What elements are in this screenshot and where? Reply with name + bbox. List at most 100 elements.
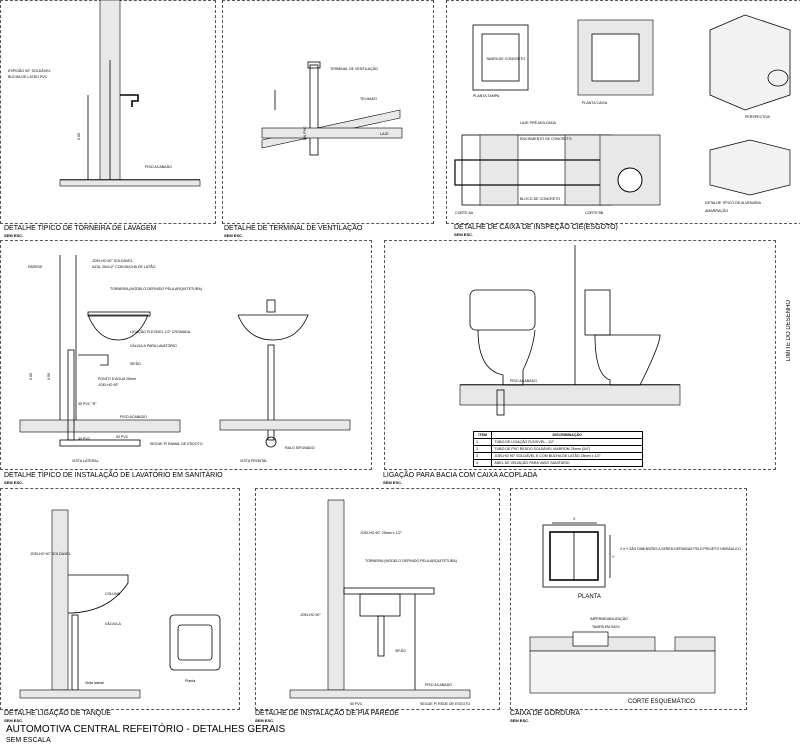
panel-tanque (0, 488, 240, 710)
drawing-label: BLOCO DE CONCRETO (520, 197, 560, 201)
drawing-line (472, 24, 529, 91)
drawing-line (265, 436, 277, 448)
detail-title-caixa-inspecao: DETALHE DE CAIXA DE INSPEÇÃO CIE(ESGOTO) (454, 224, 618, 231)
drawing-label: VISTA FRONTAL (240, 459, 267, 463)
drawing-label: 0,60 (29, 373, 33, 380)
drawing-label: TORNEIRA (MODELO DEFINIDO PELA ARQUITETU… (110, 287, 202, 291)
panel-terminal-ventilacao (222, 0, 434, 224)
drawing-line (542, 524, 606, 588)
detail-title-torneira: DETALHE TÍPICO DE TORNEIRA DE LAVAGEM (4, 225, 157, 232)
drawing-label: 2 (472, 445, 493, 453)
drawing-line (169, 614, 221, 671)
drawing-label: TUBO DE LIGAÇÃO FLEXÍVEL - 1/2" (491, 438, 643, 446)
detail-title-bacia: LIGAÇÃO PARA BACIA COM CAIXA ACOPLADA (383, 472, 538, 479)
drawing-label: TORNEIRA (MODELO DEFINIDO PELA ARQUITETU… (365, 559, 457, 563)
drawing-line (219, 419, 351, 431)
drawing-label: 0,50 (47, 373, 51, 380)
drawing-label: IMPERMEABILIZAÇÃO (590, 616, 628, 621)
drawing-line (459, 384, 681, 406)
drawing-line (594, 334, 661, 386)
drawing-line (71, 614, 79, 691)
drawing-label: TUBO DE PVC RÍGIDO SOLDÁVEL MARROM 25mm … (491, 445, 643, 453)
drawing-label: PLANTA CAIXA (582, 101, 608, 105)
detail-scale: SEM ESC. (4, 718, 24, 723)
bacia-drawing: PISO ACABADO (459, 245, 681, 416)
drawing-label: ENCHIMENTO DE CONCRETO (520, 137, 572, 141)
drawing-line (767, 69, 789, 87)
drawing-line (591, 33, 640, 82)
drawing-label: CORTE BB (585, 211, 604, 215)
torneira-drawing: ESPIGÃO 90° SOLDÁVEL BUCHA DE LATÃO PVC … (8, 0, 201, 187)
drawing-line (78, 354, 109, 366)
drawing-line (479, 134, 519, 206)
drawing-line (572, 631, 609, 647)
detail-scale: SEM ESC. (224, 233, 244, 238)
drawing-label: VÁLVULA (105, 622, 122, 626)
drawing-line (359, 593, 401, 617)
drawing-label: X e Y SÃO DIMENSÕES A SEREM DEFINIDAS PE… (620, 546, 742, 551)
drawing-label: 50 PVC (350, 702, 363, 706)
drawing-label: JOELHO 90° (300, 613, 321, 617)
drawing-line (177, 624, 213, 661)
drawing-label: Vista lateral (85, 681, 104, 685)
drawing-label: PISO ACABADO (120, 415, 147, 419)
drawing-label: TAMPA EM INOX (592, 625, 620, 629)
drawing-label: PLANTA (578, 594, 601, 600)
drawing-label: LIGAÇÃO FLEXÍVEL 1/2" CROMADA (130, 329, 191, 334)
drawing-line (481, 33, 520, 82)
drawing-line (584, 289, 611, 336)
drawing-line (59, 179, 201, 187)
drawing-label: AZUL 25x1/2" COM BUCHA DE LATÃO (92, 264, 156, 269)
detail-scale: SEM ESC. (4, 480, 24, 485)
drawing-line (674, 636, 716, 652)
tanque-drawing: JOELHO 90° SOLDÁVEL COLUNA VÁLVULA Vista… (19, 509, 221, 699)
drawing-line (477, 329, 536, 386)
drawing-line (377, 615, 385, 657)
drawing-label: JOELHO 90° SOLDÁVEL E COM BUCHA DE LATÃO… (491, 452, 643, 460)
drawing-line (237, 314, 309, 341)
drawing-label: 3 (472, 452, 493, 460)
drawing-line (59, 439, 141, 447)
drawing-label: JOELHO 90° SOLDÁVEL (92, 259, 133, 263)
drawing-line (266, 299, 276, 313)
drawing-label: AMARRAÇÃO (705, 208, 728, 213)
drawing-line (307, 61, 321, 69)
drawing-label: TELHADO (360, 97, 377, 101)
drawing-label: RALO SIFONADO (285, 446, 315, 450)
drawing-line (87, 311, 151, 317)
detail-title-ventilacao: DETALHE DE TERMINAL DE VENTILAÇÃO (224, 225, 363, 232)
drawing-label: DISCRIMINAÇÃO (491, 431, 643, 439)
drawing-line (617, 167, 643, 193)
caixa-gordura-drawing: X Y X e Y SÃO DIMENSÕES A SEREM DEFINIDA… (529, 517, 742, 705)
drawing-label: DN PVC (303, 126, 307, 140)
panel-caixa-gordura (510, 488, 747, 710)
drawing-line (267, 344, 275, 441)
detail-scale: SEM ESC. (4, 233, 24, 238)
detail-title-caixa-gordura: CAIXA DE GORDURA (510, 710, 581, 717)
drawing-line (309, 64, 319, 156)
drawing-label: SIFÃO (130, 361, 141, 366)
drawing-label: ESPIGÃO 90° SOLDÁVEL (8, 68, 51, 73)
drawing-label: PLANTA TAMPA (473, 94, 500, 98)
detail-title-tanque: DETALHE LIGAÇÃO DE TANQUE (4, 710, 111, 717)
drawing-label: DETALHE TÍPICO DE ALVENARIA (705, 201, 762, 205)
drawing-label: 0,60 (77, 133, 81, 140)
detail-scale: SEM ESC. (383, 480, 403, 485)
panel-lavatorio (0, 240, 372, 470)
drawing-line (709, 14, 791, 111)
drawing-label: Y (612, 555, 615, 559)
drawing-label: SEGUE P/ REDE DE ESGOTO (420, 702, 470, 706)
sheet-scale: SEM ESCALA (6, 737, 51, 744)
drawing-label: VISTA LATERAL (72, 459, 99, 463)
drawing-label: X (573, 517, 576, 521)
drawing-line (469, 289, 536, 331)
drawing-label: LAJE PRÉ-MOLDADA (520, 120, 557, 125)
